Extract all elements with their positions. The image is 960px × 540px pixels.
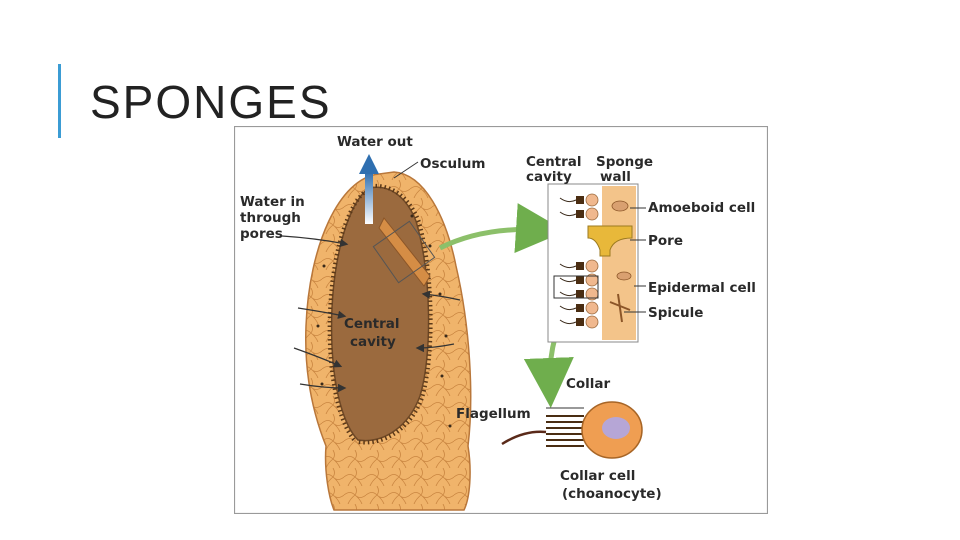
title-accent-bar bbox=[58, 64, 61, 138]
water-in-arrows bbox=[281, 235, 461, 393]
label-collar-cell-1: Collar cell bbox=[560, 468, 635, 484]
label-collar: Collar bbox=[566, 376, 611, 392]
label-water-out: Water out bbox=[337, 134, 413, 150]
sponge-diagram: Water out Osculum Water in through pores… bbox=[233, 125, 769, 515]
detail-box bbox=[372, 220, 436, 284]
label-water-in-2: through bbox=[240, 210, 301, 226]
slide-title: SPONGES bbox=[90, 76, 332, 128]
label-water-in-1: Water in bbox=[240, 194, 305, 210]
label-detail-central-1: Central bbox=[526, 154, 582, 170]
nucleus bbox=[602, 417, 630, 439]
sponge-diagram-svg: Water out Osculum Water in through pores… bbox=[233, 125, 769, 515]
main-leader-lines bbox=[393, 161, 419, 179]
label-sponge-wall-1: Sponge bbox=[596, 154, 653, 170]
collar-cell bbox=[501, 401, 643, 459]
label-central-cavity-1: Central bbox=[344, 316, 400, 332]
green-arrow-top bbox=[438, 203, 566, 254]
label-central-cavity-2: cavity bbox=[350, 334, 396, 350]
label-detail-central-2: cavity bbox=[526, 169, 572, 185]
label-pore: Pore bbox=[648, 233, 683, 249]
pores bbox=[316, 214, 452, 428]
label-spicule: Spicule bbox=[648, 305, 703, 321]
wall-detail bbox=[547, 183, 646, 343]
water-out-arrow bbox=[359, 154, 379, 224]
sponge-body bbox=[304, 171, 472, 511]
label-sponge-wall-2: wall bbox=[600, 169, 631, 185]
label-flagellum: Flagellum bbox=[456, 406, 531, 422]
label-water-in-3: pores bbox=[240, 226, 283, 242]
label-collar-cell-2: (choanocyte) bbox=[562, 486, 662, 502]
label-epidermal-cell: Epidermal cell bbox=[648, 280, 756, 296]
flagellum bbox=[501, 430, 547, 446]
cavity-fringe-left bbox=[327, 188, 369, 444]
label-amoeboid-cell: Amoeboid cell bbox=[648, 200, 755, 216]
label-osculum: Osculum bbox=[420, 156, 485, 172]
cavity-fringe-right bbox=[357, 183, 433, 445]
